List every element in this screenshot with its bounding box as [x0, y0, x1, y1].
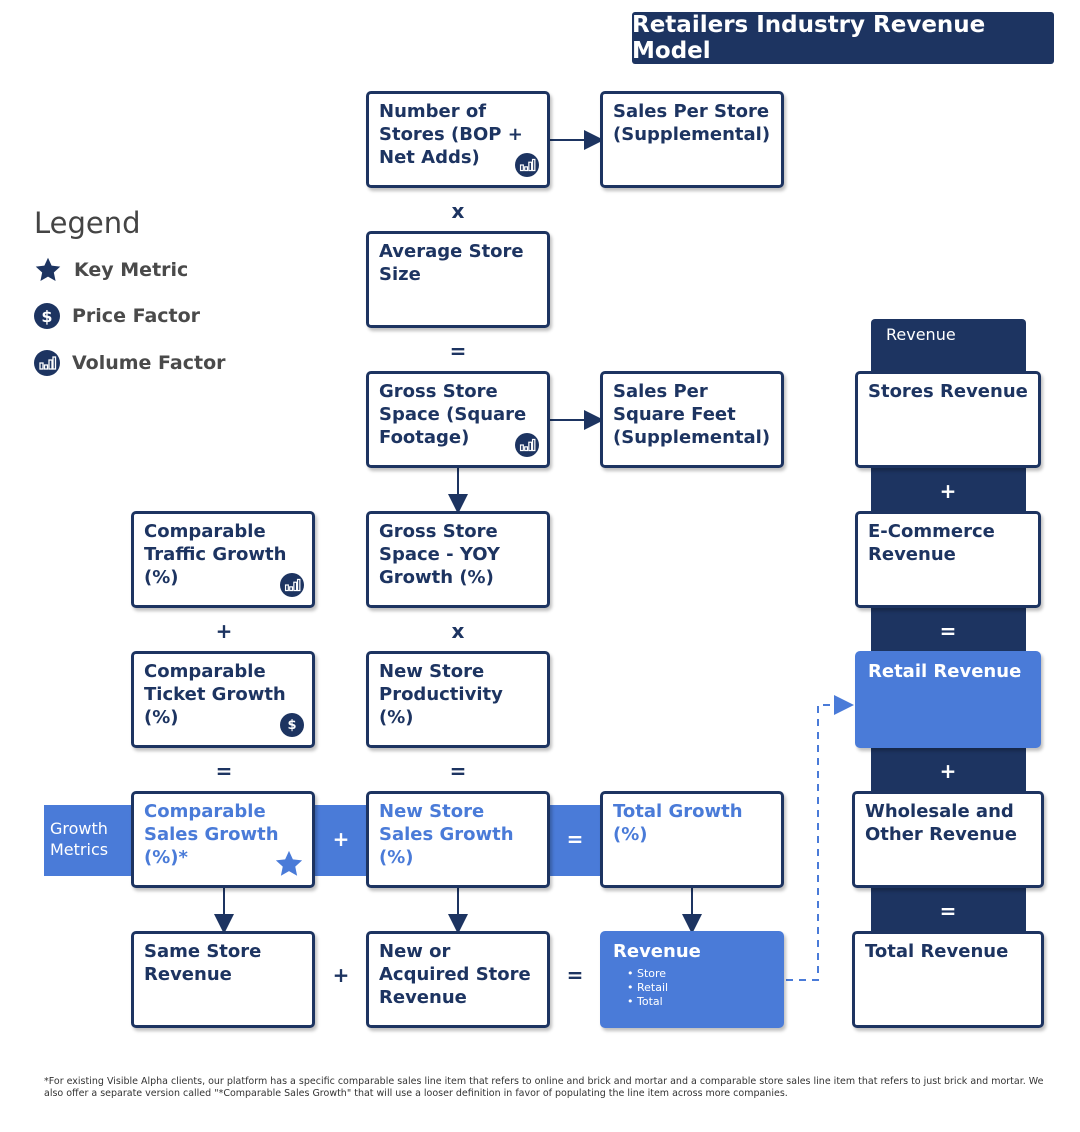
legend-price-factor: $ Price Factor [34, 303, 200, 329]
box-revenue-label: Revenue [613, 941, 701, 962]
box-gross-store-space-label: Gross Store Space (Square Footage) [379, 381, 527, 448]
diagram-title: Retailers Industry Revenue Model [632, 12, 1054, 64]
box-comparable-sales-growth: Comparable Sales Growth (%)* [131, 791, 315, 888]
box-number-of-stores: Number of Stores (BOP + Net Adds) [366, 91, 550, 188]
box-number-of-stores-label: Number of Stores (BOP + Net Adds) [379, 101, 523, 168]
box-comparable-sales-growth-label: Comparable Sales Growth (%)* [144, 801, 279, 868]
box-stores-revenue: Stores Revenue [855, 371, 1041, 468]
operator-plus: + [939, 479, 957, 503]
revenue-item: Store [627, 967, 771, 981]
box-comparable-traffic-growth: Comparable Traffic Growth (%) [131, 511, 315, 608]
operator-equals: = [566, 827, 584, 851]
box-sales-per-sqft: Sales Per Square Feet (Supplemental) [600, 371, 784, 468]
dollar-icon: $ [280, 713, 304, 737]
legend-key-metric: Key Metric [34, 256, 188, 284]
box-total-growth: Total Growth (%) [600, 791, 784, 888]
box-new-acquired-store-revenue: New or Acquired Store Revenue [366, 931, 550, 1028]
revenue-items: Store Retail Total [627, 967, 771, 1009]
box-gross-store-space: Gross Store Space (Square Footage) [366, 371, 550, 468]
volume-icon [280, 573, 304, 597]
operator-times: x [451, 199, 465, 223]
operator-plus: + [332, 963, 350, 987]
operator-plus: + [215, 619, 233, 643]
box-sales-per-store: Sales Per Store (Supplemental) [600, 91, 784, 188]
volume-icon [515, 433, 539, 457]
operator-plus: + [939, 759, 957, 783]
footnote: *For existing Visible Alpha clients, our… [44, 1076, 1044, 1099]
box-total-revenue: Total Revenue [852, 931, 1044, 1028]
volume-icon [515, 153, 539, 177]
revenue-item: Retail [627, 981, 771, 995]
operator-equals: = [215, 759, 233, 783]
box-wholesale-other-revenue: Wholesale and Other Revenue [852, 791, 1044, 888]
operator-times: x [451, 619, 465, 643]
box-comparable-ticket-growth: Comparable Ticket Growth (%) $ [131, 651, 315, 748]
operator-equals: = [939, 899, 957, 923]
legend-label-price-factor: Price Factor [72, 305, 201, 327]
legend-label-volume-factor: Volume Factor [72, 352, 226, 374]
star-icon [35, 257, 61, 281]
dollar-icon: $ [34, 303, 60, 329]
box-new-store-sales-growth: New Store Sales Growth (%) [366, 791, 550, 888]
box-same-store-revenue: Same Store Revenue [131, 931, 315, 1028]
operator-equals: = [939, 619, 957, 643]
operator-equals: = [449, 339, 467, 363]
box-revenue: Revenue Store Retail Total [600, 931, 784, 1028]
box-new-store-productivity: New Store Productivity (%) [366, 651, 550, 748]
box-gross-space-yoy: Gross Store Space - YOY Growth (%) [366, 511, 550, 608]
operator-equals: = [566, 963, 584, 987]
box-retail-revenue: Retail Revenue [855, 651, 1041, 748]
revenue-column-header: Revenue [886, 325, 956, 344]
volume-icon [34, 350, 60, 376]
legend-title: Legend [34, 206, 141, 240]
legend-volume-factor: Volume Factor [34, 350, 226, 376]
growth-metrics-label: Growth Metrics [50, 819, 109, 859]
dashed-revenue-to-retail [786, 695, 854, 981]
star-icon [275, 850, 303, 876]
box-ecommerce-revenue: E-Commerce Revenue [855, 511, 1041, 608]
box-comparable-ticket-growth-label: Comparable Ticket Growth (%) [144, 661, 286, 728]
legend-label-key-metric: Key Metric [74, 259, 189, 281]
operator-equals: = [449, 759, 467, 783]
operator-plus: + [332, 827, 350, 851]
box-average-store-size: Average Store Size [366, 231, 550, 328]
revenue-item: Total [627, 995, 771, 1009]
box-comparable-traffic-growth-label: Comparable Traffic Growth (%) [144, 521, 287, 588]
